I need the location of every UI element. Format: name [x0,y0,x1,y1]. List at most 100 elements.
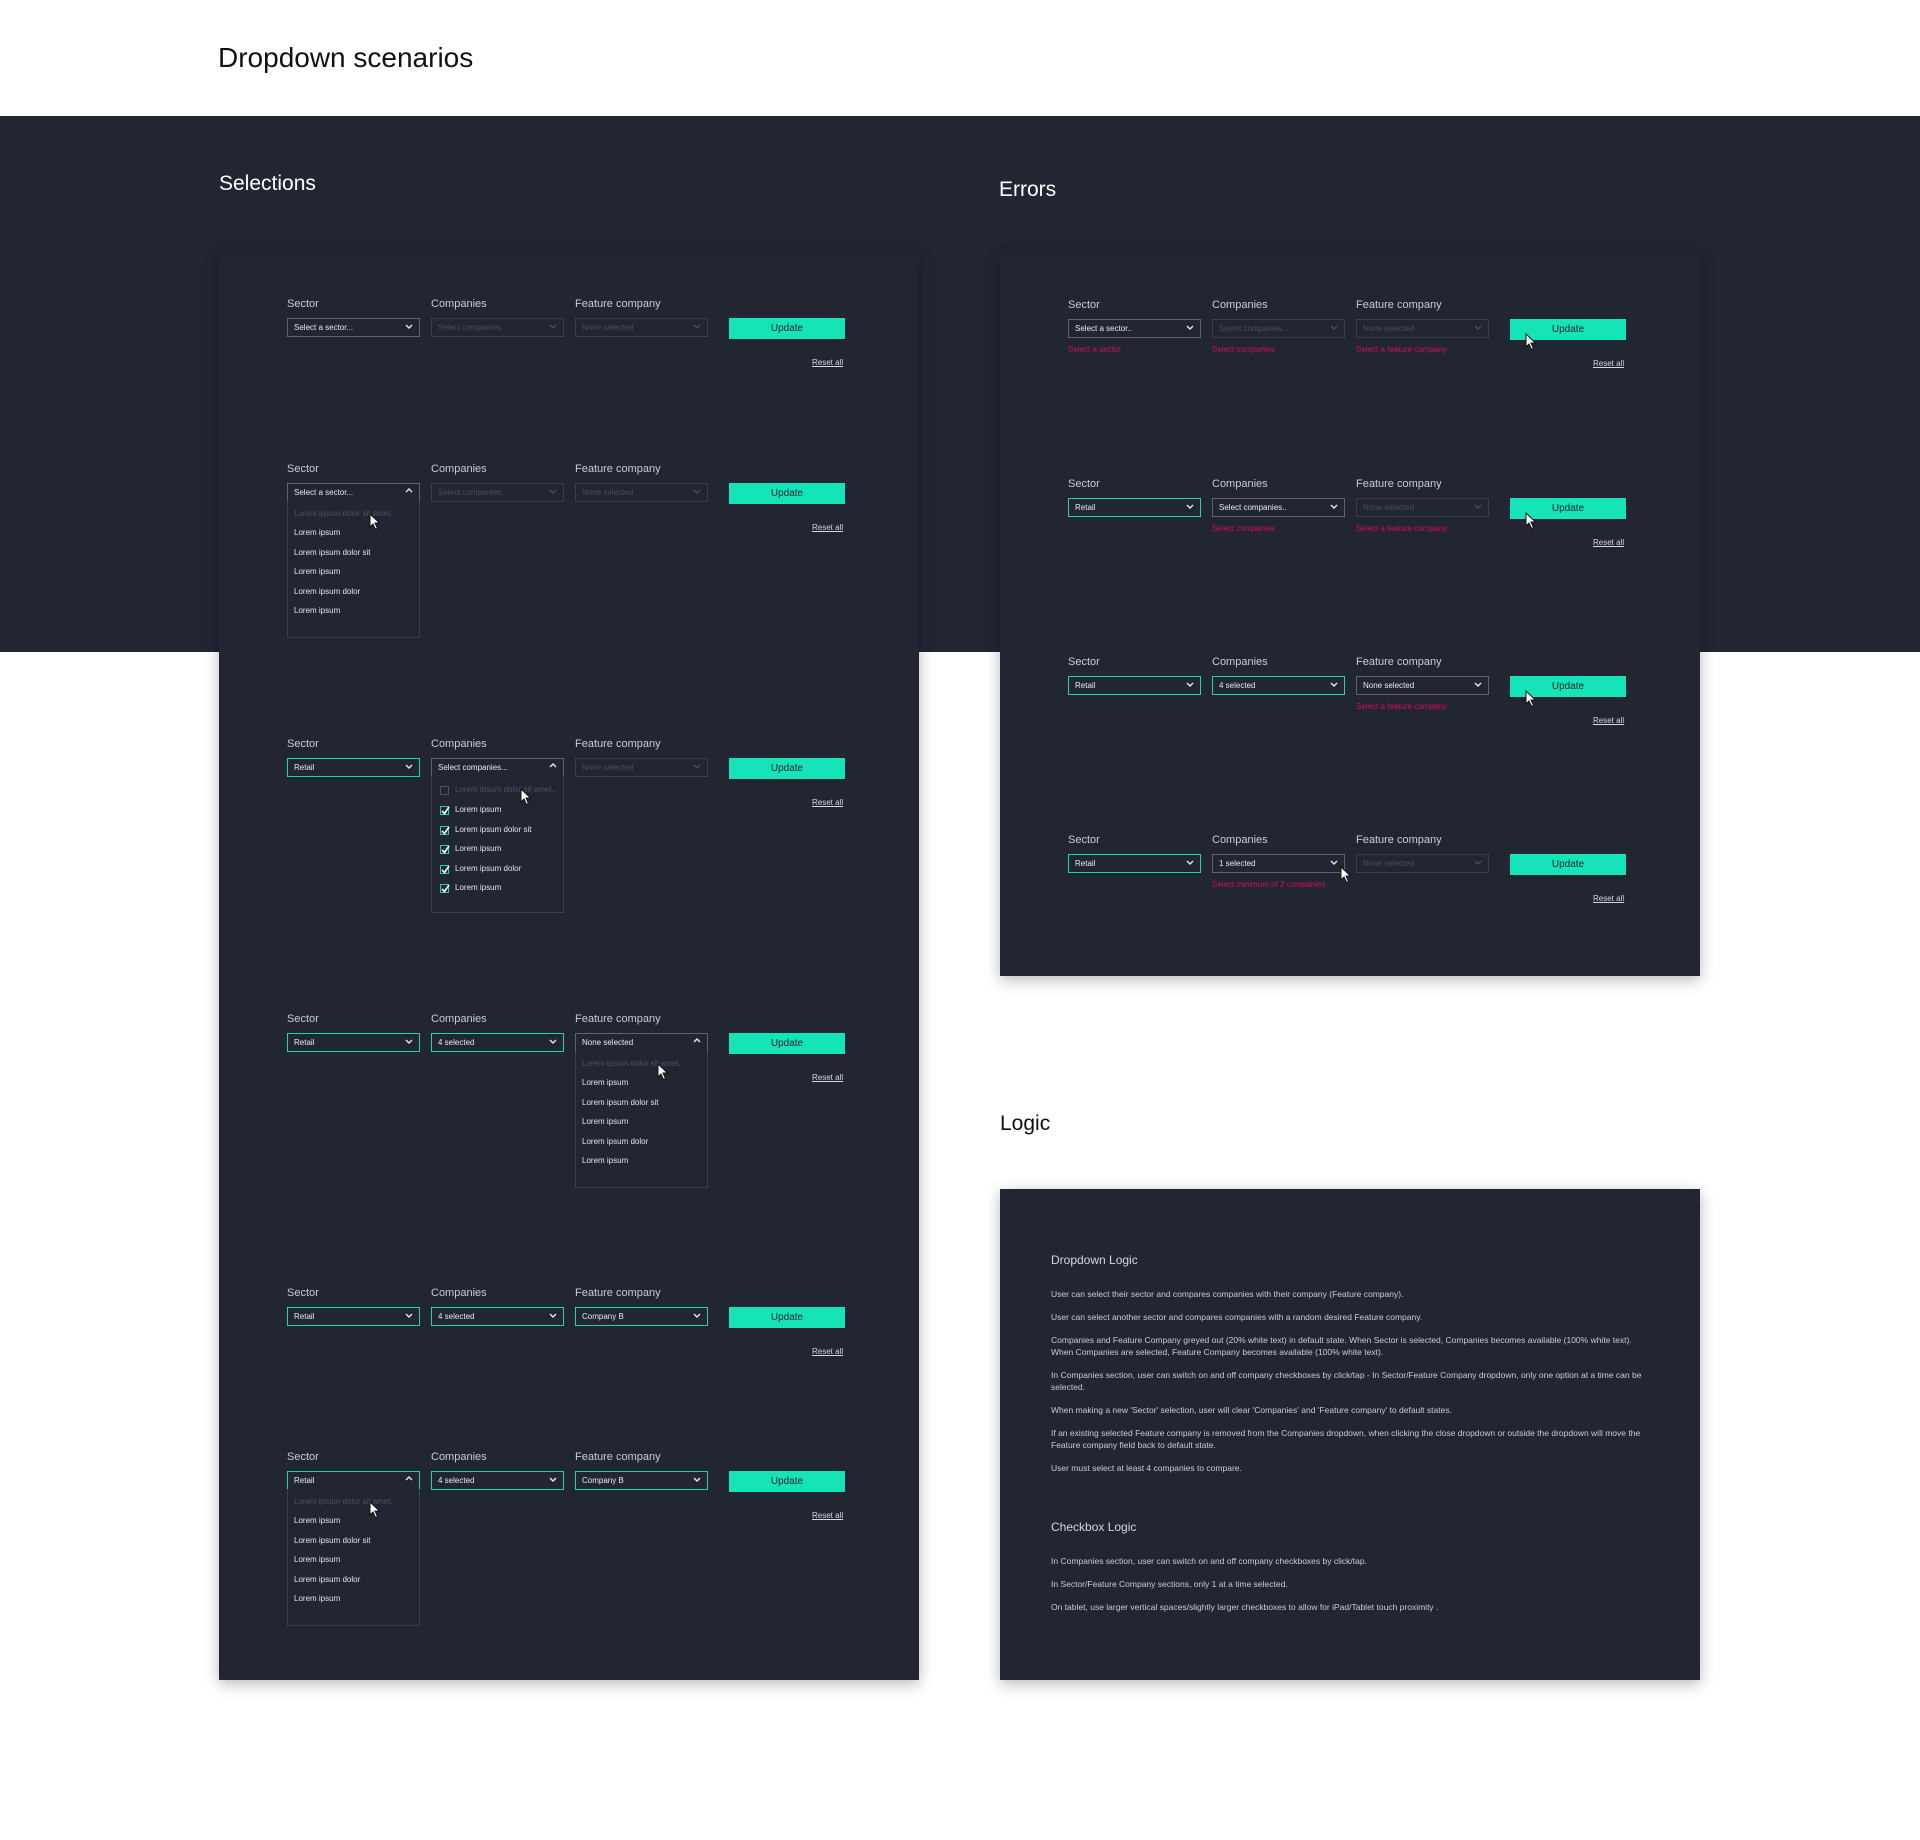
sector-label: Sector [287,738,319,750]
companies-value: Select companies... [438,763,508,772]
chevron-down-icon [1474,325,1482,330]
chevron-up-icon [693,1038,701,1043]
update-button[interactable]: Update [729,483,845,504]
dropdown-logic-paragraph: If an existing selected Feature company … [1051,1428,1641,1450]
menu-option[interactable]: Lorem ipsum [582,1078,629,1087]
chevron-down-icon [1330,504,1338,509]
checkbox-unchecked[interactable] [440,786,449,795]
chevron-down-icon [693,1477,701,1482]
feature-company-dropdown[interactable]: None selected [575,483,708,502]
companies-dropdown[interactable]: 4 selected [431,1471,564,1490]
feature-company-dropdown[interactable]: None selected [1356,854,1489,873]
feature-company-dropdown[interactable]: None selected [575,1033,708,1052]
companies-dropdown[interactable]: 1 selected [1212,854,1345,873]
menu-placeholder: Lorem ipsum dolor sit amet.. [455,785,556,794]
sector-dropdown[interactable]: Select a sector... [287,483,420,502]
sector-dropdown[interactable]: Retail [287,1471,420,1490]
checkbox-checked[interactable] [440,826,450,835]
chevron-down-icon [405,1313,413,1318]
sector-dropdown[interactable]: Retail [287,758,420,777]
reset-all-link[interactable]: Reset all [812,523,844,532]
sector-dropdown[interactable]: Select a sector.. [1068,319,1201,338]
sector-dropdown[interactable]: Retail [1068,854,1201,873]
feature-company-error: Select a feature company [1356,524,1447,533]
chevron-down-icon [549,324,557,329]
feature-company-dropdown[interactable]: None selected [575,758,708,777]
reset-all-link[interactable]: Reset all [1593,538,1625,547]
mouse-pointer-icon [369,1501,381,1519]
menu-option[interactable]: Lorem ipsum [294,606,341,615]
companies-label: Companies [431,1451,487,1463]
menu-option[interactable]: Lorem ipsum [582,1117,629,1126]
update-button[interactable]: Update [729,758,845,779]
reset-all-link[interactable]: Reset all [812,1511,844,1520]
sector-label: Sector [1068,834,1100,846]
update-button[interactable]: Update [1510,319,1626,340]
reset-all-link[interactable]: Reset all [812,1347,844,1356]
update-button[interactable]: Update [729,1307,845,1328]
update-button[interactable]: Update [729,318,845,339]
feature-company-value: None selected [1363,503,1415,512]
selections-title: Selections [219,172,316,195]
menu-option[interactable]: Lorem ipsum [294,1555,341,1564]
feature-company-dropdown[interactable]: None selected [1356,319,1489,338]
checkbox-checked[interactable] [440,806,450,815]
menu-option[interactable]: Lorem ipsum dolor [294,587,361,596]
menu-option[interactable]: Lorem ipsum [294,1594,341,1603]
reset-all-link[interactable]: Reset all [1593,359,1625,368]
companies-dropdown[interactable]: 4 selected [431,1307,564,1326]
sector-dropdown[interactable]: Retail [1068,676,1201,695]
feature-company-value: None selected [582,323,634,332]
sector-dropdown[interactable]: Retail [287,1307,420,1326]
menu-option[interactable]: Lorem ipsum dolor [294,1575,361,1584]
update-button[interactable]: Update [1510,676,1626,697]
menu-option[interactable]: Lorem ipsum [294,1516,341,1525]
sector-dropdown[interactable]: Select a sector... [287,318,420,337]
chevron-down-icon [405,764,413,769]
feature-company-dropdown[interactable]: Company B [575,1307,708,1326]
chevron-down-icon [1474,682,1482,687]
sector-dropdown[interactable]: Retail [287,1033,420,1052]
update-button[interactable]: Update [729,1471,845,1492]
feature-company-dropdown[interactable]: None selected [575,318,708,337]
checkbox-checked[interactable] [440,884,450,893]
sector-dropdown[interactable]: Retail [1068,498,1201,517]
reset-all-link[interactable]: Reset all [812,798,844,807]
reset-all-link[interactable]: Reset all [1593,894,1625,903]
menu-option[interactable]: Lorem ipsum [582,1156,629,1165]
chevron-down-icon [549,489,557,494]
reset-all-link[interactable]: Reset all [1593,716,1625,725]
menu-option[interactable]: Lorem ipsum [294,528,341,537]
companies-dropdown[interactable]: 4 selected [431,1033,564,1052]
sector-value: Select a sector... [294,323,354,332]
companies-label: Companies [1212,299,1268,311]
feature-company-label: Feature company [575,1451,661,1463]
reset-all-link[interactable]: Reset all [812,358,844,367]
update-button[interactable]: Update [1510,498,1626,519]
sector-label: Sector [1068,478,1100,490]
companies-dropdown[interactable]: Select companies.. [1212,498,1345,517]
companies-dropdown[interactable]: 4 selected [1212,676,1345,695]
menu-option[interactable]: Lorem ipsum dolor sit [582,1098,659,1107]
companies-dropdown[interactable]: Select companies... [1212,319,1345,338]
feature-company-value: None selected [582,1038,634,1047]
companies-dropdown[interactable]: Select companies... [431,318,564,337]
feature-company-dropdown[interactable]: None selected [1356,676,1489,695]
checkbox-checked[interactable] [440,845,450,854]
feature-company-label: Feature company [575,463,661,475]
menu-option[interactable]: Lorem ipsum [294,567,341,576]
sector-label: Sector [287,1287,319,1299]
update-button[interactable]: Update [1510,854,1626,875]
companies-dropdown[interactable]: Select companies... [431,758,564,777]
checkbox-checked[interactable] [440,865,450,874]
check-icon [441,884,450,893]
menu-option[interactable]: Lorem ipsum dolor sit [294,1536,371,1545]
reset-all-link[interactable]: Reset all [812,1073,844,1082]
feature-company-dropdown[interactable]: Company B [575,1471,708,1490]
menu-option[interactable]: Lorem ipsum dolor sit [294,548,371,557]
feature-company-dropdown[interactable]: None selected [1356,498,1489,517]
errors-title: Errors [999,178,1057,201]
companies-dropdown[interactable]: Select companies... [431,483,564,502]
update-button[interactable]: Update [729,1033,845,1054]
menu-option[interactable]: Lorem ipsum dolor [582,1137,649,1146]
